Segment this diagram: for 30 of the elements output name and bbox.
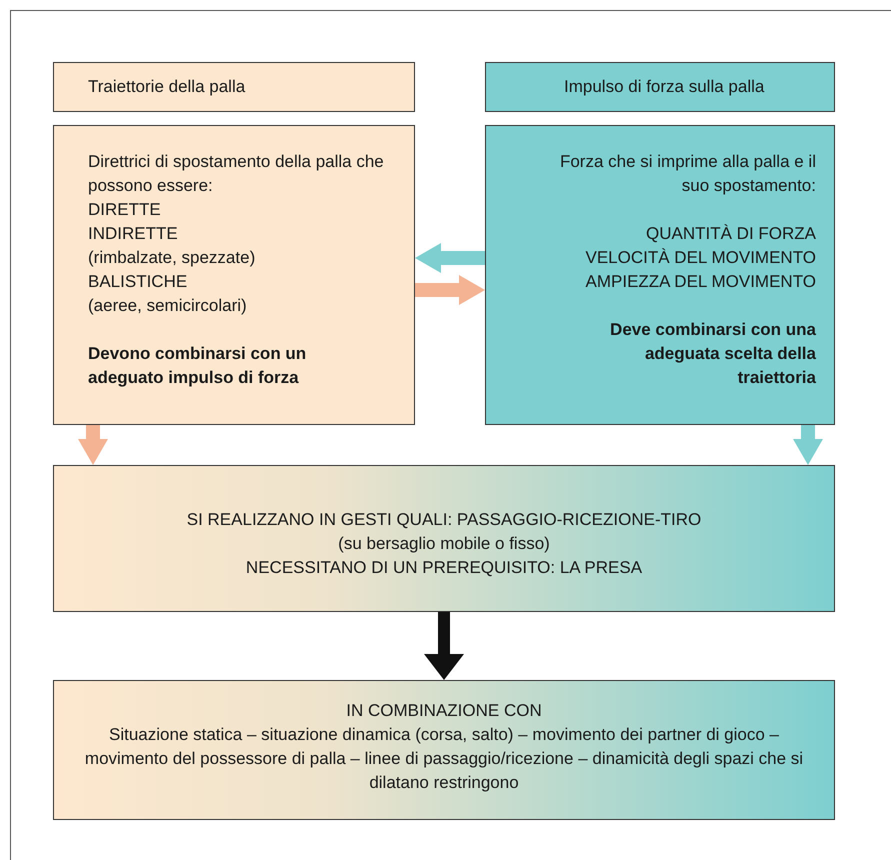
text-line: QUANTITÀ DI FORZA [645, 223, 816, 245]
text-line: DIRETTE [88, 199, 162, 221]
text-box [53, 465, 835, 612]
heading-box [53, 62, 415, 112]
text-line: Traiettorie della palla [88, 76, 246, 98]
heading-box [485, 62, 835, 112]
text-line: Forza che si imprime alla palla e il suo spostamento: [558, 151, 816, 197]
block-arrow [793, 425, 823, 465]
text-line: (su bersaglio mobile o fisso) [337, 533, 551, 555]
text-box [485, 125, 835, 425]
text-line: Situazione statica – situazione dinamica (corsa, salto) – movimento dei partner di gioco – movimento del possessore di palla – linee di passaggio/ricezione – dinamicità degli spazi che si dilatano restringono [84, 724, 804, 794]
text-line: NECESSITANO DI UN PREREQUISITO: LA PRESA [244, 557, 644, 579]
bold-note: Deve combinarsi con una adeguata scelta della traiettoria [609, 319, 816, 389]
text-line: Impulso di forza sulla palla [564, 76, 766, 98]
text-line: VELOCITÀ DEL MOVIMENTO [584, 247, 816, 269]
text-line: SI REALIZZANO IN GESTI QUALI: PASSAGGIO-RICEZIONE-TIRO [186, 509, 702, 531]
block-arrow [415, 243, 485, 273]
block-arrow [415, 275, 485, 305]
text-line: Direttrici di spostamento della palla che possono essere: [88, 151, 385, 197]
text-line: INDIRETTE [88, 223, 179, 245]
text-box [53, 125, 415, 425]
text-box [53, 680, 835, 820]
bold-note: Devono combinarsi con un adeguato impulso di forza [88, 343, 308, 389]
text-line: (aeree, semicircolari) [88, 295, 248, 317]
text-line: (rimbalzate, spezzate) [88, 247, 256, 269]
block-arrow [78, 425, 108, 465]
text-line: BALISTICHE [88, 271, 188, 293]
block-arrow [424, 612, 464, 680]
text-line: IN COMBINAZIONE CON [345, 700, 543, 722]
text-line: AMPIEZZA DEL MOVIMENTO [584, 271, 816, 293]
